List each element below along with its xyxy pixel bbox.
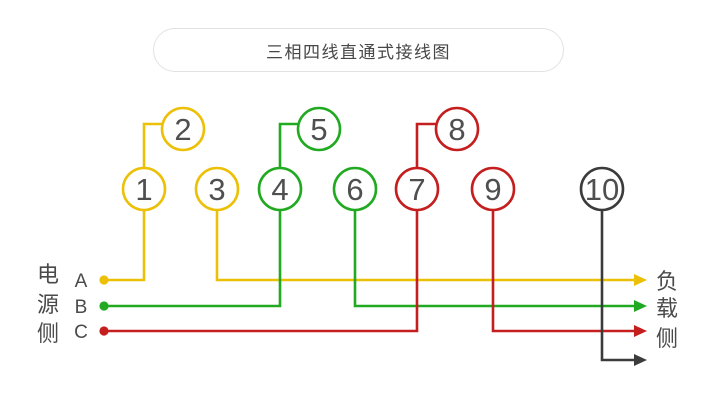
terminal-10-number: 10 [585,172,619,207]
terminal-8-number: 8 [448,112,465,147]
source-phase-label-A: A [75,271,88,292]
terminal-6 [332,166,378,212]
terminal-1 [121,166,167,212]
source-dot-C [99,326,109,336]
source-phase-label-B: B [75,297,88,318]
terminal-6-number: 6 [346,172,363,207]
wire-terminal-3-to-load-arrowhead-icon [634,274,647,286]
wire-terminal-7-to-terminal-8 [415,122,439,169]
wire-terminal-1-to-terminal-2 [142,122,164,169]
wire-terminal-9-to-load [491,210,634,333]
wire-terminal-3-to-load [215,210,634,282]
terminal-4 [257,166,303,212]
diagram-title: 三相四线直通式接线图 [266,42,451,62]
terminal-3-number: 3 [208,172,225,207]
wire-terminal-4-to-terminal-5 [278,122,301,169]
source-side-label-char-1: 电 [37,262,59,287]
source-side-label-char-3: 侧 [37,321,59,346]
wire-terminal-9-to-load-arrowhead-icon [634,325,647,337]
terminal-1-number: 1 [135,172,152,207]
source-dot-B [99,301,109,311]
source-dot-A [99,275,109,285]
terminal-3 [194,166,240,212]
terminal-5 [296,106,342,152]
title-pill: 三相四线直通式接线图 [153,28,564,72]
wire-terminal-6-to-load [353,210,634,308]
terminal-2 [160,106,206,152]
terminal-7 [394,166,440,212]
load-side-label-char-3: 侧 [656,326,678,351]
terminal-5-number: 5 [310,112,327,147]
terminal-9 [470,166,516,212]
wire-terminal-10-to-load-arrowhead-icon [634,354,647,366]
terminal-2-number: 2 [174,112,191,147]
terminal-9-number: 9 [484,172,501,207]
wire-c-source-to-terminal-7 [104,168,419,333]
terminal-8 [434,106,480,152]
terminal-7-number: 7 [408,172,425,207]
wire-terminal-10-to-load [600,210,634,362]
terminal-10 [579,166,625,212]
wire-terminal-6-to-load-arrowhead-icon [634,300,647,312]
terminal-4-number: 4 [271,172,288,207]
wire-b-source-to-terminal-4 [104,168,282,308]
load-side-label-char-2: 载 [656,296,678,321]
load-side-label-char-1: 负 [656,269,678,294]
source-phase-label-C: C [74,322,88,343]
source-side-label-char-2: 源 [37,292,59,317]
